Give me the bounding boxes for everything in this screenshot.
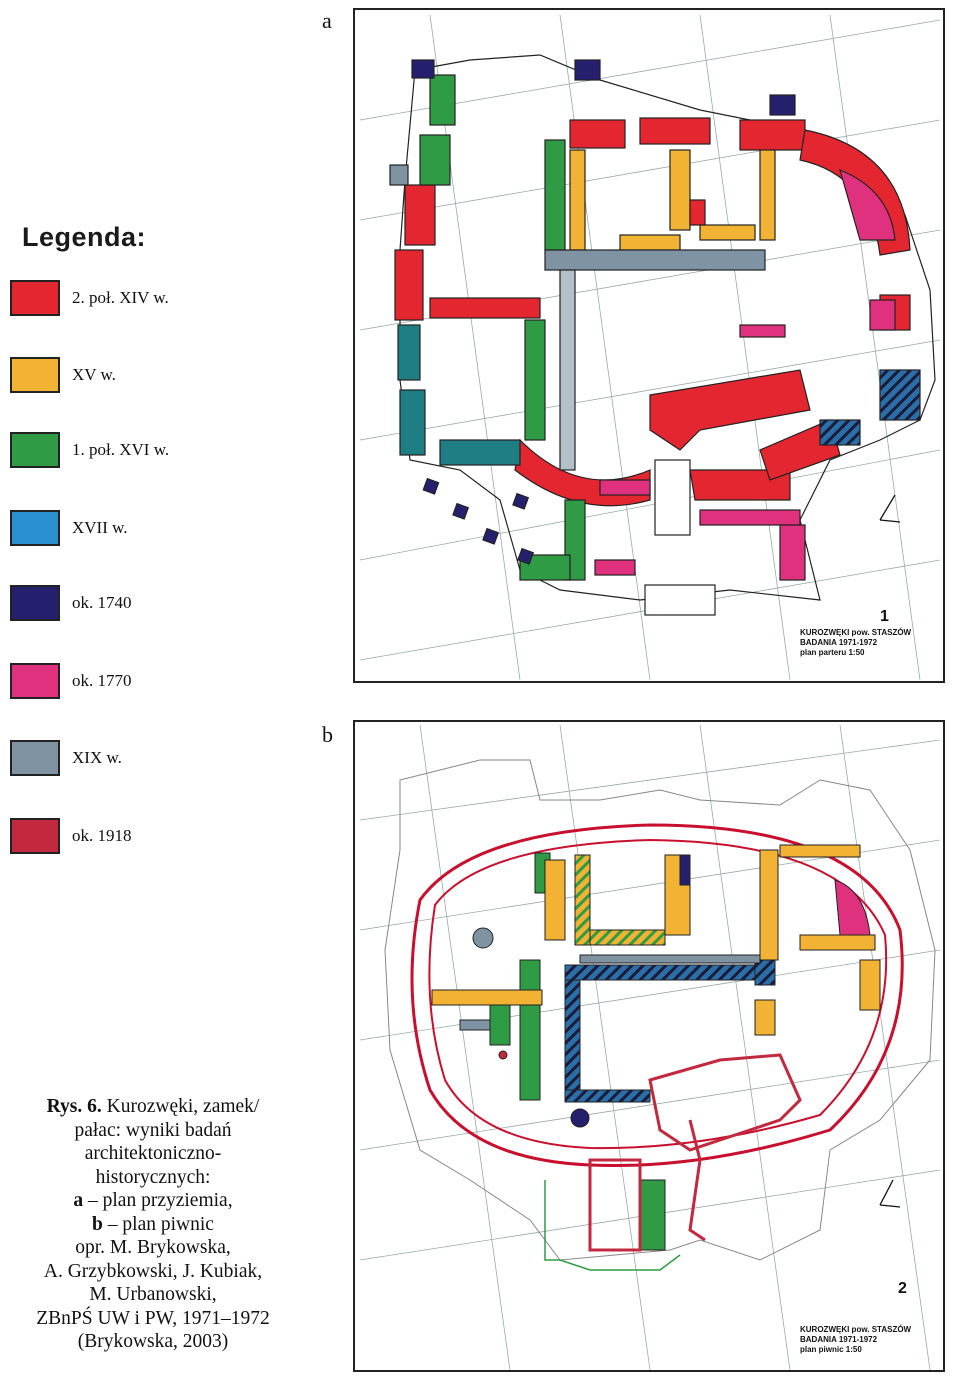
caption-line6: – plan piwnic — [102, 1213, 214, 1235]
legend-swatch — [10, 357, 60, 393]
legend-title: Legenda: — [22, 222, 147, 252]
legend-item: ok. 1918 — [10, 818, 270, 858]
legend-label: ok. 1770 — [72, 671, 132, 690]
legend-label: XIX w. — [72, 748, 122, 767]
caption-figure-number: Rys. 6. — [46, 1096, 102, 1117]
plan-a-stamp-title: KUROZWĘKI pow. STASZÓW — [800, 628, 912, 637]
plan-b-green-outline — [544, 1180, 681, 1271]
legend-swatch — [10, 510, 60, 546]
caption-b-label: b — [92, 1213, 103, 1235]
caption-line11: (Brykowska, 2003) — [77, 1331, 229, 1352]
plan-a-stamp: KUROZWĘKI pow. STASZÓW BADANIA 1971-1972… — [800, 628, 911, 658]
caption-line3: architektoniczno- — [84, 1143, 222, 1164]
plan-b-stamp-plan: plan piwnic 1:50 — [800, 1345, 862, 1354]
caption-line9: M. Urbanowski, — [89, 1284, 217, 1305]
legend-label: XVII w. — [72, 518, 128, 537]
legend-swatch — [10, 818, 60, 854]
caption-line10: ZBnPŚ UW i PW, 1971–1972 — [36, 1307, 270, 1329]
plan-a-north-arrow — [879, 494, 901, 523]
legend-label: ok. 1740 — [72, 593, 132, 612]
legend-item: ok. 1770 — [10, 663, 270, 703]
plan-a-letter: a — [322, 8, 332, 33]
plan-b-frame — [353, 720, 945, 1372]
caption-line7: opr. M. Brykowska, — [75, 1237, 231, 1258]
legend-item: XIX w. — [10, 740, 270, 780]
legend-label: 1. poł. XVI w. — [72, 440, 170, 459]
legend-item: 1. poł. XVI w. — [10, 432, 270, 472]
figure-caption: Rys. 6. Kurozwęki, zamek/ pałac: wyniki … — [8, 1095, 298, 1354]
plan-b-stamp-title: KUROZWĘKI pow. STASZÓW — [800, 1325, 912, 1334]
legend-swatch — [10, 280, 60, 316]
plan-b-stamp-research: BADANIA 1971-1972 — [800, 1335, 878, 1344]
plan-a-stamp-research: BADANIA 1971-1972 — [800, 638, 878, 647]
caption-line4: historycznych: — [95, 1166, 211, 1188]
legend-swatch — [10, 740, 60, 776]
legend-label: ok. 1918 — [72, 826, 132, 845]
plan-b-grid — [359, 724, 941, 1371]
plan-b-sheet-number: 2 — [898, 1280, 907, 1297]
plan-a-sheet-number: 1 — [880, 608, 889, 625]
plan-b-walls — [431, 844, 881, 1252]
plan-a-stamp-plan: plan parteru 1:50 — [800, 648, 865, 657]
legend-item: 2. poł. XIV w. — [10, 280, 270, 320]
legend-swatch — [10, 663, 60, 699]
legend-item: ok. 1740 — [10, 585, 270, 625]
caption-a-label: a — [73, 1190, 84, 1211]
plan-b-stamp: KUROZWĘKI pow. STASZÓW BADANIA 1971-1972… — [800, 1325, 911, 1355]
legend-swatch — [10, 585, 60, 621]
legend-label: 2. poł. XIV w. — [72, 288, 169, 307]
caption-line5: – plan przyziemia, — [83, 1190, 233, 1211]
plan-b-outline — [384, 759, 936, 1261]
plan-b-north-arrow — [879, 1179, 901, 1208]
legend-item: XV w. — [10, 357, 270, 397]
caption-line8: A. Grzybkowski, J. Kubiak, — [43, 1260, 263, 1282]
legend-swatch — [10, 432, 60, 468]
caption-line1: Kurozwęki, zamek/ — [101, 1096, 260, 1117]
caption-line2: pałac: wyniki badań — [74, 1119, 232, 1141]
plan-b-letter: b — [322, 722, 333, 747]
legend-label: XV w. — [72, 365, 116, 384]
legend-item: XVII w. — [10, 510, 270, 550]
plan-a-walls — [389, 54, 936, 616]
plan-b-moat-ring — [410, 823, 904, 1168]
